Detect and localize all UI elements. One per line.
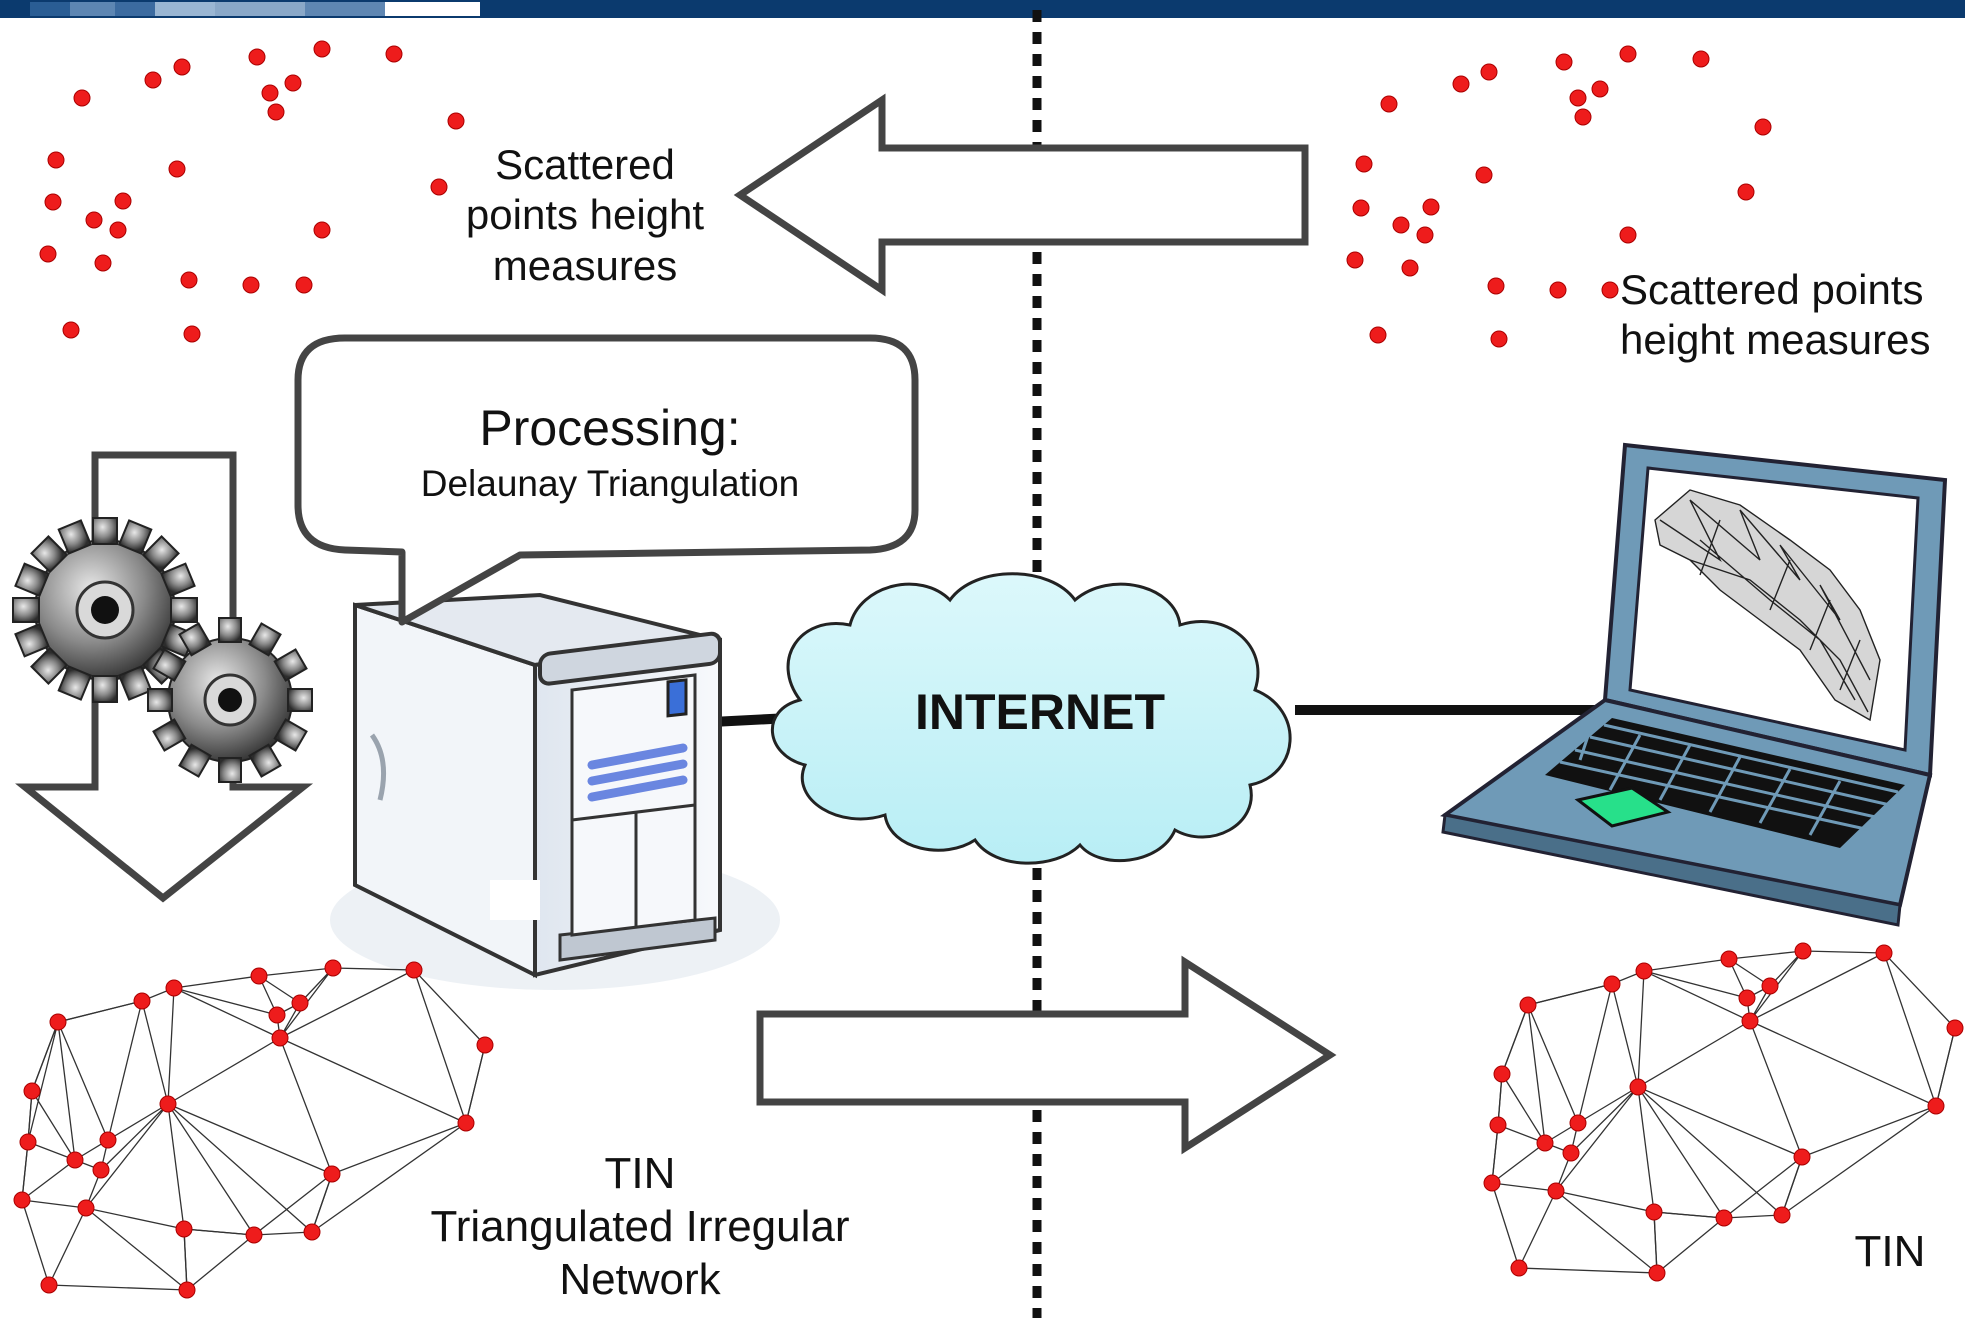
left-tin-mesh [13,959,494,1299]
internet-label: INTERNET [915,684,1165,740]
gear-icon-small [147,617,313,783]
left-tin-label: TIN Triangulated Irregular Network [390,1148,890,1306]
left-points-label-line: points height [465,191,705,239]
left-tin-label-line: Network [559,1254,721,1304]
right-points-label-line: height measures [1620,316,1931,364]
processing-title: Processing: [479,400,741,456]
arrow-right [756,955,1337,1155]
processing-label: Processing: Delaunay Triangulation [330,398,890,506]
left-points-label-line: Scattered [495,141,675,188]
processing-bubble [294,334,919,626]
right-tin-label: TIN [1854,1227,1926,1276]
server-icon [330,592,780,990]
left-points-label: Scattered points height measures [430,140,740,291]
right-scattered-points [1346,45,1772,348]
gear-icon [12,517,198,703]
left-tin-label-line: TIN [604,1149,676,1198]
internet-cloud [771,572,1292,865]
left-scattered-points [39,40,465,343]
right-tin-mesh [1483,942,1964,1282]
left-points-label-line: measures [492,241,678,289]
right-points-label: Scattered points height measures [1620,265,1965,366]
top-bar [0,0,1965,18]
right-points-label-line: Scattered points [1620,266,1924,313]
processing-subtitle: Delaunay Triangulation [420,463,800,504]
left-tin-label-line: Triangulated Irregular [430,1201,850,1251]
arrow-left [733,93,1309,297]
laptop-icon [1440,442,1948,927]
